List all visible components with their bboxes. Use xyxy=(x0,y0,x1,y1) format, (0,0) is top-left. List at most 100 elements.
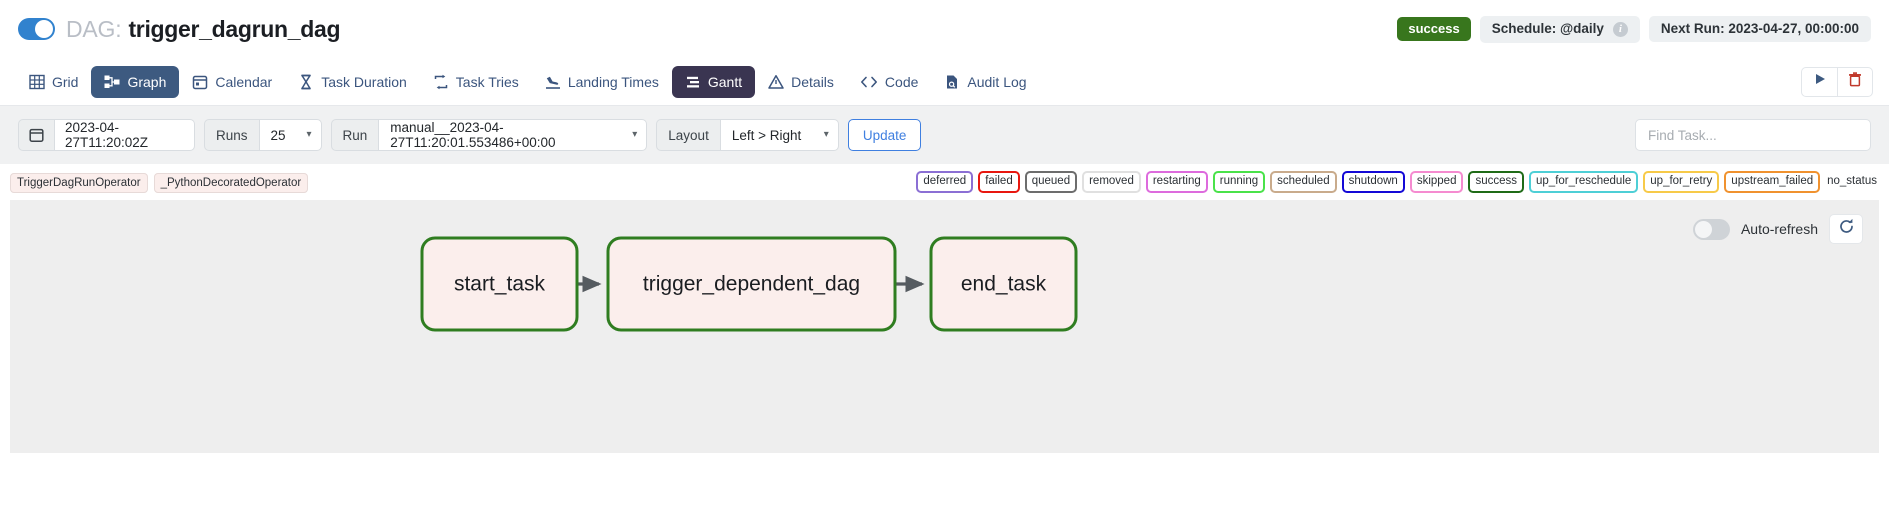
dag-actions xyxy=(1801,66,1873,97)
graph-nodes[interactable]: start_task trigger_dependent_dag end_task xyxy=(420,236,1078,332)
tab-label: Task Tries xyxy=(455,73,519,90)
calendar-icon[interactable] xyxy=(18,119,55,151)
refresh-button[interactable] xyxy=(1829,214,1863,244)
page-header: DAG: trigger_dagrun_dag success Schedule… xyxy=(0,0,1889,58)
tab-graph[interactable]: Graph xyxy=(91,65,180,98)
layout-value: Left > Right xyxy=(731,127,802,143)
landing-plane-icon xyxy=(545,74,561,90)
toggle-knob xyxy=(35,20,53,38)
toggle-knob xyxy=(1694,220,1712,238)
graph-canvas[interactable]: Auto-refresh start_task trigger_dependent… xyxy=(10,200,1879,453)
status-legend-badge[interactable]: deferred xyxy=(916,171,974,193)
tab-label: Graph xyxy=(127,73,167,90)
tab-label: Grid xyxy=(52,73,79,90)
status-legend-badge[interactable]: skipped xyxy=(1409,171,1464,193)
gantt-icon xyxy=(685,74,701,90)
tab-calendar[interactable]: Calendar xyxy=(179,66,285,98)
refresh-controls: Auto-refresh xyxy=(1692,214,1863,244)
tab-label: Code xyxy=(884,73,919,90)
tab-task-tries[interactable]: Task Tries xyxy=(420,66,532,98)
runs-value: 25 xyxy=(270,127,286,143)
operator-tag[interactable]: TriggerDagRunOperator xyxy=(10,173,148,193)
execution-date-input[interactable]: 2023-04-27T11:20:02Z xyxy=(55,119,195,151)
tab-task-duration[interactable]: Task Duration xyxy=(285,66,420,98)
schedule-label: Schedule: @daily xyxy=(1491,20,1604,36)
dag-pause-toggle[interactable] xyxy=(18,18,55,40)
trigger-dag-button[interactable] xyxy=(1801,66,1837,97)
operator-legend: TriggerDagRunOperator_PythonDecoratedOpe… xyxy=(10,173,314,193)
status-legend-badge[interactable]: removed xyxy=(1082,171,1141,193)
play-icon xyxy=(1813,72,1827,91)
tab-grid[interactable]: Grid xyxy=(16,66,91,98)
status-badge: success xyxy=(1397,16,1471,42)
status-legend-badge[interactable]: scheduled xyxy=(1270,171,1337,193)
dag-tabbar: Grid Graph Calendar Task Duration Task T… xyxy=(0,58,1889,106)
graph-node[interactable]: trigger_dependent_dag xyxy=(606,236,897,332)
run-label: Run xyxy=(330,119,380,151)
update-button[interactable]: Update xyxy=(847,119,922,151)
info-icon[interactable]: i xyxy=(1612,21,1628,37)
node-label: trigger_dependent_dag xyxy=(643,273,860,296)
auto-refresh-toggle[interactable] xyxy=(1692,218,1730,240)
tab-landing-times[interactable]: Landing Times xyxy=(532,66,672,98)
next-run-pill: Next Run: 2023-04-27, 00:00:00 xyxy=(1648,15,1871,43)
delete-dag-button[interactable] xyxy=(1837,66,1873,97)
graph-filter-toolbar: 2023-04-27T11:20:02Z Runs 25 ▾ Run manua… xyxy=(0,106,1889,164)
node-label: start_task xyxy=(454,273,546,296)
run-value: manual__2023-04-27T11:20:01.553486+00:00 xyxy=(390,120,556,150)
tab-details[interactable]: Details xyxy=(755,66,847,98)
tab-code[interactable]: Code xyxy=(847,66,931,98)
status-legend-badge[interactable]: up_for_reschedule xyxy=(1529,171,1639,193)
find-task-input[interactable]: Find Task... xyxy=(1635,119,1871,151)
graph-node[interactable]: start_task xyxy=(420,236,579,332)
node-box[interactable] xyxy=(420,236,579,332)
tab-label: Details xyxy=(791,73,834,90)
legend-bar: TriggerDagRunOperator_PythonDecoratedOpe… xyxy=(0,164,1889,200)
status-legend-badge[interactable]: success xyxy=(1468,171,1525,193)
status-legend-badge[interactable]: shutdown xyxy=(1341,171,1405,193)
dag-graph[interactable]: start_task trigger_dependent_dag end_task xyxy=(10,200,1879,453)
status-legend-badge[interactable]: queued xyxy=(1024,171,1078,193)
no-status-label: no_status xyxy=(1827,175,1877,188)
runs-group: Runs 25 ▾ xyxy=(204,119,322,151)
layout-label: Layout xyxy=(656,119,721,151)
execution-date-group: 2023-04-27T11:20:02Z xyxy=(18,119,195,151)
layout-select[interactable]: Left > Right ▾ xyxy=(720,119,839,151)
schedule-pill: Schedule: @daily i xyxy=(1479,15,1640,43)
tab-audit-log[interactable]: Audit Log xyxy=(931,66,1039,98)
runs-label: Runs xyxy=(204,119,260,151)
grid-icon xyxy=(29,74,45,90)
layout-group: Layout Left > Right ▾ xyxy=(656,119,839,151)
node-label: end_task xyxy=(961,273,1047,296)
warning-icon xyxy=(768,74,784,90)
chevron-down-icon: ▾ xyxy=(632,129,638,140)
tab-label: Gantt xyxy=(707,73,743,90)
chevron-down-icon: ▾ xyxy=(306,129,312,140)
next-run-label: Next Run: 2023-04-27, 00:00:00 xyxy=(1660,20,1859,36)
graph-node[interactable]: end_task xyxy=(929,236,1078,332)
node-box[interactable] xyxy=(606,236,897,332)
status-legend-badge[interactable]: restarting xyxy=(1145,171,1208,193)
trash-icon xyxy=(1848,71,1862,92)
node-box[interactable] xyxy=(929,236,1078,332)
tab-label: Task Duration xyxy=(321,73,407,90)
status-legend-badge[interactable]: upstream_failed xyxy=(1724,171,1821,193)
tab-gantt[interactable]: Gantt xyxy=(671,65,756,98)
status-legend-badge[interactable]: running xyxy=(1212,171,1266,193)
refresh-icon xyxy=(1838,218,1855,240)
hourglass-icon xyxy=(298,74,314,90)
status-legend-badge[interactable]: up_for_retry xyxy=(1643,171,1720,193)
operator-tag[interactable]: _PythonDecoratedOperator xyxy=(153,173,309,193)
runs-select[interactable]: 25 ▾ xyxy=(259,119,322,151)
run-select[interactable]: manual__2023-04-27T11:20:01.553486+00:00… xyxy=(379,119,648,151)
status-legend-badge[interactable]: failed xyxy=(978,171,1020,193)
code-icon xyxy=(860,74,878,90)
page-title: trigger_dagrun_dag xyxy=(128,15,341,42)
header-meta: success Schedule: @daily i Next Run: 202… xyxy=(1397,0,1871,58)
audit-log-icon xyxy=(944,74,960,90)
chevron-down-icon: ▾ xyxy=(823,129,829,140)
tab-label: Audit Log xyxy=(967,73,1027,90)
retry-icon xyxy=(433,74,449,90)
